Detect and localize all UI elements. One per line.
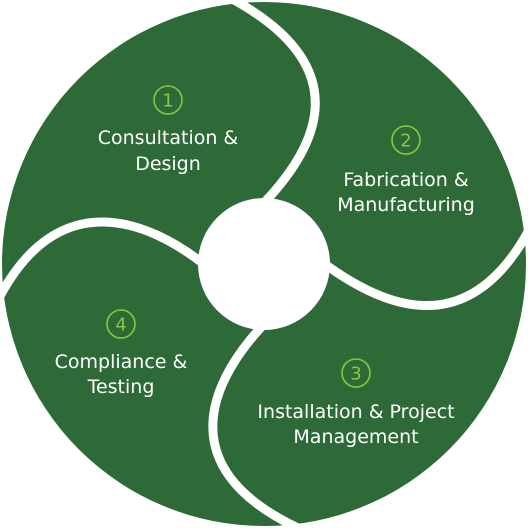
separator-top — [229, 0, 320, 210]
segment-label-line1: Consultation & — [98, 127, 239, 149]
step-number-ring — [341, 358, 371, 388]
separator-right — [317, 227, 528, 310]
segment-label-line1: Installation & Project — [257, 401, 454, 423]
separator-left — [0, 217, 210, 301]
step-number-ring — [153, 85, 183, 115]
segment-fabrication-manufacturing: 2 Fabrication & Manufacturing — [337, 125, 475, 216]
step-number: 2 — [400, 131, 411, 152]
step-number: 4 — [115, 315, 126, 336]
segment-label-line2: Design — [135, 153, 201, 175]
separator-bottom — [208, 317, 303, 528]
segment-installation-project-management: 3 Installation & Project Management — [257, 358, 455, 448]
step-number-ring — [106, 309, 136, 339]
segment-compliance-testing: 4 Compliance & Testing — [55, 309, 188, 398]
step-number-ring — [391, 125, 421, 155]
step-number: 1 — [162, 91, 173, 112]
segment-label-line2: Manufacturing — [337, 194, 475, 216]
step-number: 3 — [350, 364, 361, 385]
segment-label-line2: Management — [293, 426, 418, 448]
segment-label-line1: Compliance & — [55, 351, 188, 373]
segment-label-line1: Fabrication & — [343, 169, 469, 191]
center-hub — [198, 198, 330, 330]
segment-consultation-design: 1 Consultation & Design — [98, 85, 239, 175]
segment-label-line2: Testing — [87, 376, 155, 398]
